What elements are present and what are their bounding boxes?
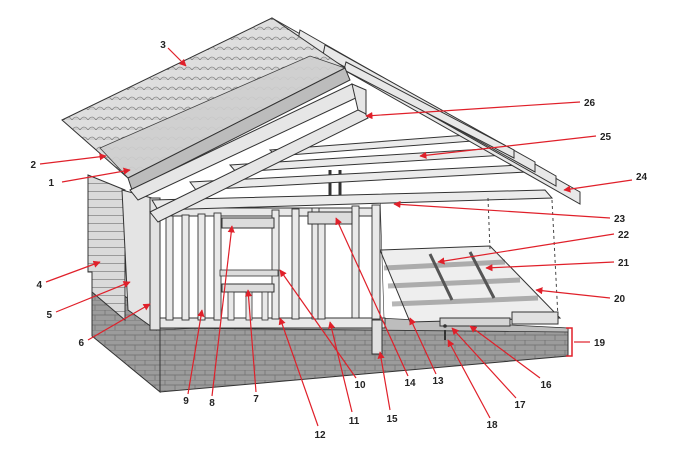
floor-joists	[379, 245, 562, 327]
guide-lines	[487, 197, 559, 319]
callout-7: 7	[253, 394, 259, 405]
callout-9: 9	[183, 396, 189, 407]
callout-25: 25	[600, 132, 612, 143]
callout-18: 18	[486, 420, 498, 431]
callout-24: 24	[636, 172, 648, 183]
callout-leaders	[39, 47, 633, 427]
callout-12: 12	[314, 430, 326, 441]
callout-14: 14	[404, 378, 416, 389]
foundation-bracket	[566, 327, 573, 357]
callout-15: 15	[386, 414, 398, 425]
anchor-bolts	[443, 324, 447, 340]
callout-19: 19	[594, 338, 606, 349]
callout-26: 26	[584, 98, 596, 109]
callout-3: 3	[160, 40, 166, 51]
callout-23: 23	[614, 214, 626, 225]
callout-22: 22	[618, 230, 630, 241]
callout-13: 13	[432, 376, 444, 387]
callout-1: 1	[48, 178, 54, 189]
callout-20: 20	[614, 294, 626, 305]
callout-16: 16	[540, 380, 552, 391]
callout-labels: 1 2 3 4 5 6 7 8 9 10 11 12 13 14 15 16 1…	[30, 40, 647, 441]
callout-4: 4	[36, 280, 42, 291]
callout-6: 6	[78, 338, 84, 349]
callout-10: 10	[354, 380, 366, 391]
callout-11: 11	[349, 416, 360, 427]
wall-framing	[149, 170, 386, 355]
callout-2: 2	[30, 160, 36, 171]
callout-5: 5	[46, 310, 52, 321]
callout-21: 21	[618, 258, 630, 269]
left-siding-wall	[87, 174, 157, 331]
callout-8: 8	[209, 398, 215, 409]
callout-17: 17	[514, 400, 526, 411]
roof-shingles	[61, 17, 351, 191]
